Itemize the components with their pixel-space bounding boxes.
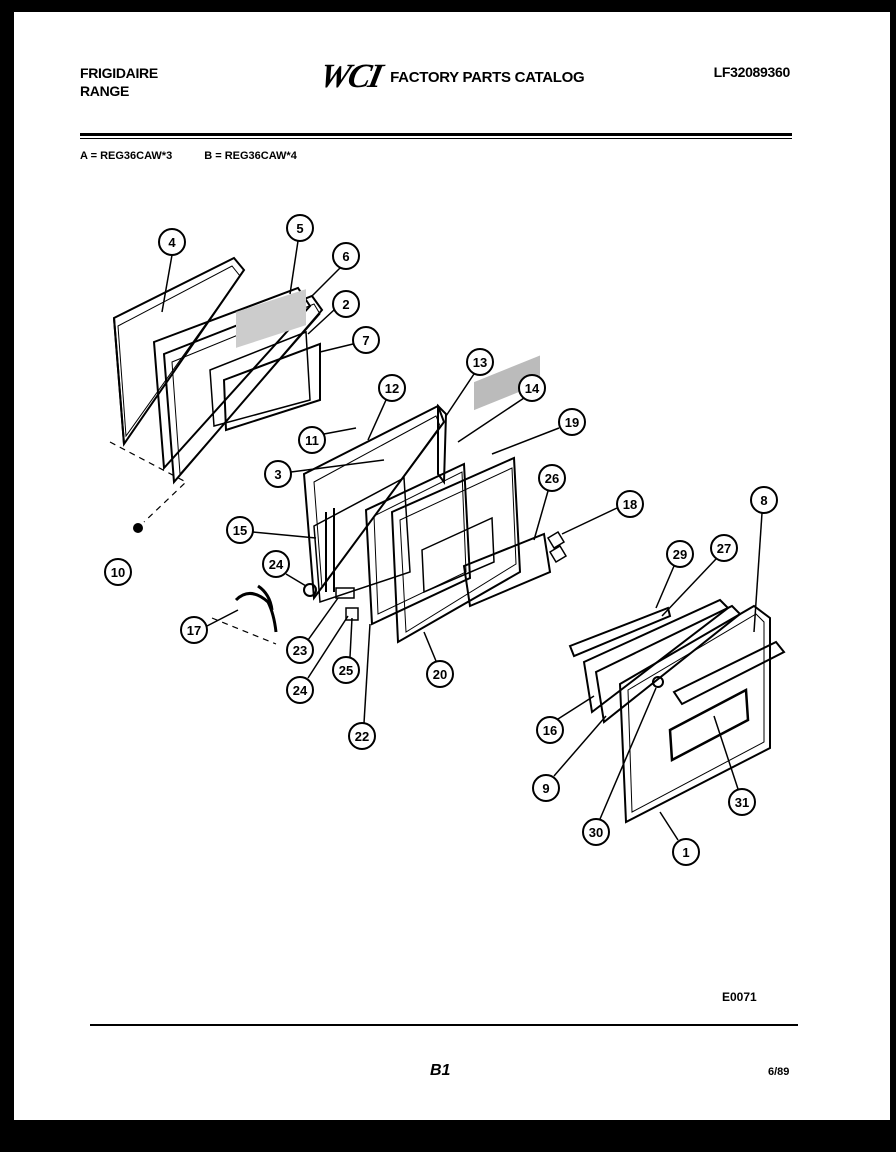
part-17-bracket (234, 584, 278, 633)
part-31-window (668, 687, 750, 763)
page-label: B1 (430, 1062, 451, 1079)
callout: 16 (536, 716, 564, 744)
svg-text:9: 9 (542, 781, 549, 796)
svg-text:27: 27 (717, 541, 731, 556)
callout: 6 (332, 242, 360, 270)
part-24-washer (303, 583, 317, 597)
callout: 27 (710, 534, 738, 562)
callout: 2 (332, 290, 360, 318)
svg-text:17: 17 (187, 623, 201, 638)
svg-text:1: 1 (682, 845, 689, 860)
part-15-insulation (313, 476, 411, 604)
svg-text:8: 8 (760, 493, 767, 508)
callout: 12 (378, 374, 406, 402)
svg-text:30: 30 (589, 825, 603, 840)
svg-text:29: 29 (673, 547, 687, 562)
svg-text:18: 18 (623, 497, 637, 512)
callout: 25 (332, 656, 360, 684)
callout-group: 4 5 6 2 7 13 12 14 11 19 3 26 18 (104, 214, 778, 866)
part-18-hinge (546, 530, 568, 564)
svg-text:4: 4 (168, 235, 176, 250)
svg-text:19: 19 (565, 415, 579, 430)
part-1-door (618, 604, 771, 824)
callout: 31 (728, 788, 756, 816)
part-10-plug (133, 523, 143, 533)
svg-text:3: 3 (274, 467, 281, 482)
part-7-window (222, 342, 321, 432)
svg-text:2: 2 (342, 297, 349, 312)
header-rule-thick (80, 133, 792, 136)
callout: 13 (466, 348, 494, 376)
callout: 20 (426, 660, 454, 688)
callout: 8 (750, 486, 778, 514)
callout: 23 (286, 636, 314, 664)
catalog-title: FACTORY PARTS CATALOG (390, 68, 585, 86)
svg-text:26: 26 (545, 471, 559, 486)
svg-text:23: 23 (293, 643, 307, 658)
callout: 1 (672, 838, 700, 866)
callout: 9 (532, 774, 560, 802)
catalog-heading: WCI FACTORY PARTS CATALOG (316, 58, 585, 96)
callout: 5 (286, 214, 314, 242)
part-number: LF32089360 (713, 64, 791, 80)
part-20-door (390, 456, 522, 644)
brand-name: FRIGIDAIRE (80, 65, 158, 81)
part-12-frame (302, 404, 446, 601)
callout: 14 (518, 374, 546, 402)
svg-text:14: 14 (525, 381, 540, 396)
svg-text:5: 5 (296, 221, 303, 236)
part-2-glass (209, 330, 311, 427)
svg-text:13: 13 (473, 355, 487, 370)
svg-text:15: 15 (233, 523, 247, 538)
footer-rule (90, 1024, 798, 1026)
svg-text:12: 12 (385, 381, 399, 396)
callout: 19 (558, 408, 586, 436)
svg-text:20: 20 (433, 667, 447, 682)
scan-edge (0, 200, 14, 560)
revision-date: 6/89 (768, 1066, 790, 1078)
svg-text:11: 11 (305, 433, 319, 448)
brand-block: FRIGIDAIRE RANGE (80, 64, 158, 100)
svg-text:6: 6 (342, 249, 349, 264)
catalog-sheet: FRIGIDAIRE RANGE WCI FACTORY PARTS CATAL… (14, 12, 890, 1120)
callout: 17 (180, 616, 208, 644)
model-a: A = REG36CAW*3 (80, 150, 173, 162)
model-legend: A = REG36CAW*3 B = REG36CAW*4 (80, 150, 297, 162)
part-29-trim (568, 606, 672, 658)
callout: 4 (158, 228, 186, 256)
callout: 10 (104, 558, 132, 586)
callout: 22 (348, 722, 376, 750)
callout: 24 (262, 550, 290, 578)
part-16-panel (582, 598, 730, 714)
product-type: RANGE (80, 83, 130, 99)
svg-text:31: 31 (735, 795, 749, 810)
callout: 24 (286, 676, 314, 704)
callout: 11 (298, 426, 326, 454)
callout: 3 (264, 460, 292, 488)
svg-text:7: 7 (362, 333, 369, 348)
part-22-liner (364, 462, 472, 626)
part-23-hinge (335, 587, 355, 599)
svg-text:24: 24 (269, 557, 284, 572)
svg-text:24: 24 (293, 683, 308, 698)
callout: 18 (616, 490, 644, 518)
exploded-view-diagram: 4 5 6 2 7 13 12 14 11 19 3 26 18 (104, 214, 786, 866)
header-rule-thin (80, 138, 792, 139)
callout: 26 (538, 464, 566, 492)
part-30-knob (652, 676, 664, 688)
callout: 15 (226, 516, 254, 544)
part-8-handle (672, 640, 786, 706)
drawing-code: E0071 (722, 990, 757, 1004)
callout: 30 (582, 818, 610, 846)
svg-text:25: 25 (339, 663, 353, 678)
svg-text:22: 22 (355, 729, 369, 744)
model-b: B = REG36CAW*4 (204, 150, 297, 162)
part-20-window (421, 516, 495, 594)
svg-text:10: 10 (111, 565, 125, 580)
callout: 29 (666, 540, 694, 568)
part-26-glass (462, 532, 552, 608)
part-13-frame (437, 403, 448, 485)
callout: 7 (352, 326, 380, 354)
svg-text:16: 16 (543, 723, 557, 738)
